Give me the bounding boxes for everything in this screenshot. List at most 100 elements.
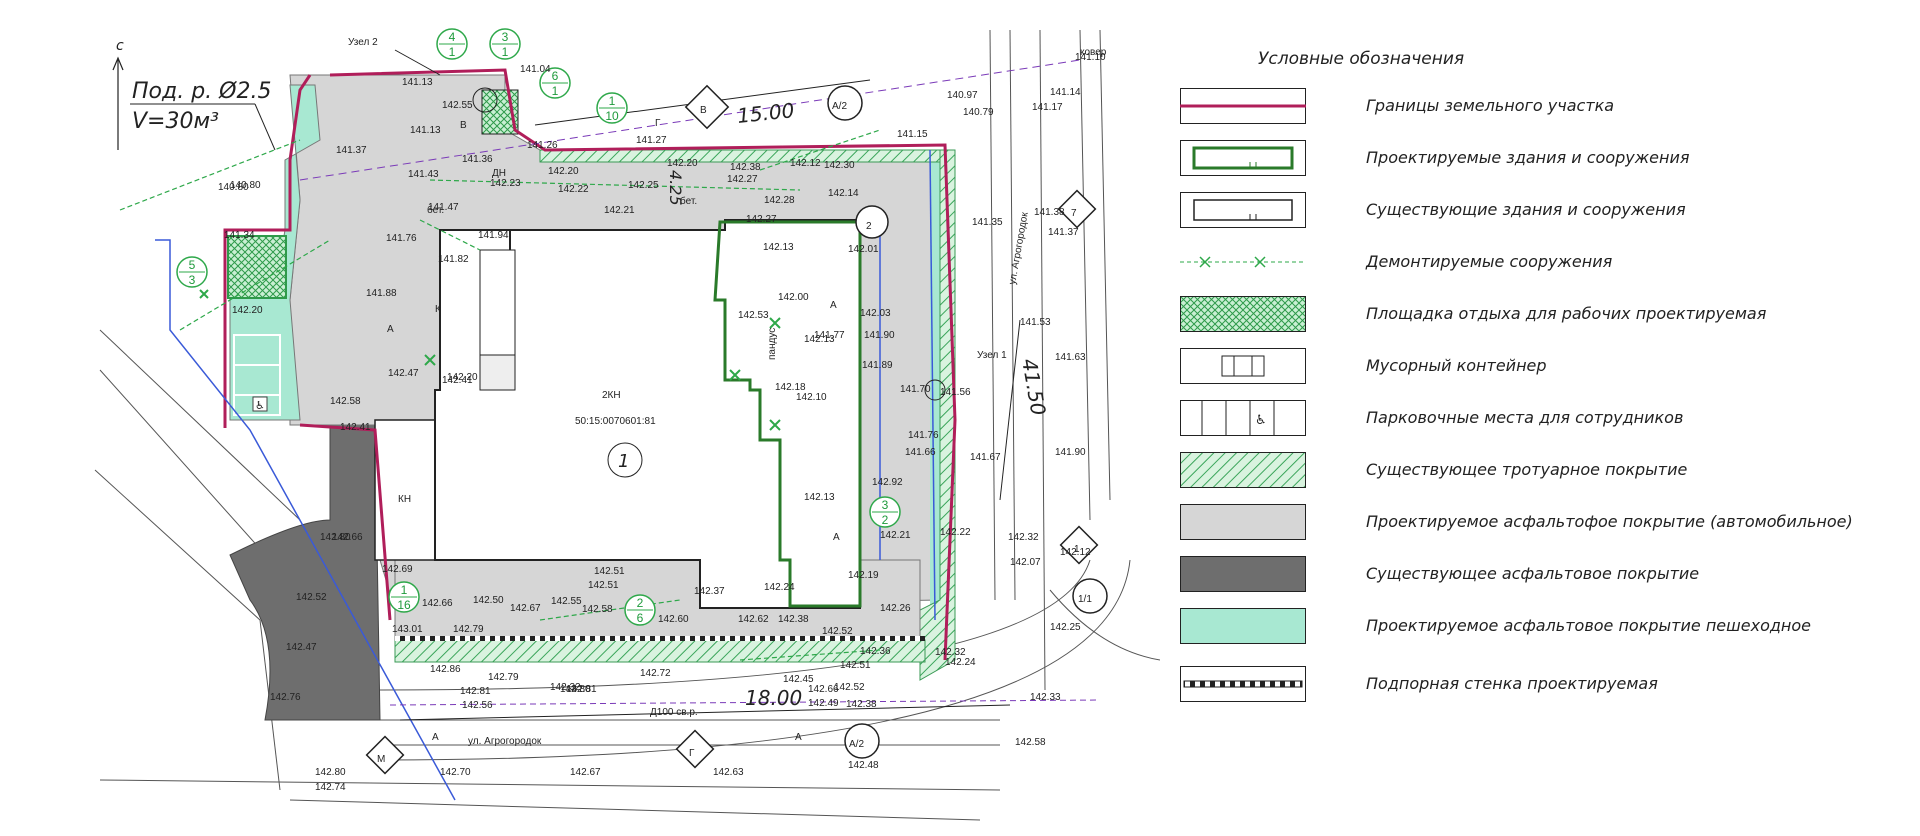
- elevation-label: 142.52: [822, 626, 853, 637]
- elevation-label: 141.10: [1075, 52, 1106, 63]
- elevation-label: 141.04: [520, 64, 551, 75]
- dim-bottom: 18.00: [745, 686, 802, 710]
- elevation-label: 141.47: [428, 202, 459, 213]
- elevation-label: 142.38: [846, 699, 877, 710]
- elevation-label: 142.70: [440, 767, 471, 778]
- legend-item-retaining-wall: Подпорная стенка проектируемая: [1170, 666, 1910, 706]
- dim-left-box: 4.25: [666, 170, 685, 206]
- callout-text: 6: [552, 69, 559, 83]
- elevation-label: 142.26: [880, 603, 911, 614]
- elevation-label: 142.92: [872, 477, 903, 488]
- elevation-label: 142.86: [430, 664, 461, 675]
- svg-text:А/2: А/2: [849, 739, 864, 750]
- svg-text:1/1: 1/1: [1078, 594, 1092, 605]
- elevation-label: 143.01: [392, 624, 423, 635]
- concrete-2: бет.: [680, 195, 697, 207]
- callout-c61: 61: [539, 67, 571, 99]
- callout-text: 2: [882, 513, 889, 527]
- svg-text:7: 7: [1071, 208, 1077, 219]
- elevation-label: 142.79: [453, 624, 484, 635]
- node1-marker: [924, 379, 946, 401]
- legend-symbol-proj-building: [1180, 140, 1306, 176]
- node2-marker: [472, 87, 498, 113]
- legend-symbol-exist-building: [1180, 192, 1306, 228]
- purple-pipe-line: [389, 699, 1101, 706]
- callout-c110: 110: [596, 92, 628, 124]
- rest-area: [227, 235, 287, 299]
- elevation-label: 142.24: [764, 582, 795, 593]
- elevation-label: 142.41: [340, 422, 371, 433]
- callout-text: 1: [552, 84, 559, 98]
- existing-asphalt-area: [229, 424, 381, 721]
- accessible-parking-icon: ♿: [252, 396, 268, 412]
- callout-text: 1: [449, 45, 456, 59]
- elevation-label: 141.67: [970, 452, 1001, 463]
- legend-item-exist-building: Существующие здания и сооружения: [1170, 192, 1910, 232]
- elevation-label: 141.26: [527, 140, 558, 151]
- elevation-label: 141.37: [336, 145, 367, 156]
- elevation-label: 142.67: [570, 767, 601, 778]
- legend-item-parking: ♿Парковочные места для сотрудников: [1170, 400, 1910, 440]
- axis-marker-a2-top: А/2: [827, 85, 863, 121]
- elevation-label: 141.36: [462, 154, 493, 165]
- svg-text:М: М: [377, 754, 385, 765]
- elevation-label: 141.77: [814, 330, 845, 341]
- building-number-circle: [607, 442, 643, 478]
- elevation-label: 142.36: [860, 646, 891, 657]
- callout-c31: 31: [489, 28, 521, 60]
- elevation-label: 142.23: [490, 178, 521, 189]
- callout-text: 1: [401, 583, 408, 597]
- legend-symbol-retaining-wall: [1180, 666, 1306, 702]
- elevation-label: 141.53: [1020, 317, 1051, 328]
- elevation-label: 142.51: [588, 580, 619, 591]
- elevation-label: 142.74: [315, 782, 346, 793]
- north-arrow: с: [112, 38, 124, 150]
- svg-text:1: 1: [1074, 544, 1080, 555]
- legend-item-proj-asphalt-car: Проектируемое асфальтофое покрытие (авто…: [1170, 504, 1910, 544]
- callout-c41: 41: [436, 28, 468, 60]
- elevation-label: 142.32: [550, 682, 581, 693]
- legend-label: Существующее асфальтовое покрытие: [1366, 564, 1700, 583]
- zone-a-4: А: [432, 732, 439, 743]
- elevation-label: 142.41: [442, 375, 473, 386]
- elevation-label: 141.35: [972, 217, 1003, 228]
- legend-item-rest-area: Площадка отдыха для рабочих проектируема…: [1170, 296, 1910, 336]
- legend-label: Существующее тротуарное покрытие: [1366, 460, 1688, 479]
- existing-building-kn: [374, 419, 436, 561]
- callout-text: 1: [609, 94, 616, 108]
- legend-symbol-proj-asphalt-ped: [1180, 608, 1306, 644]
- building-code: 2КН: [602, 390, 621, 401]
- zone-a-1: А: [387, 324, 394, 335]
- elevation-label: 141.13: [410, 125, 441, 136]
- elevation-label: 142.49: [808, 698, 839, 709]
- legend-item-proj-asphalt-ped: Проектируемое асфальтовое покрытие пешех…: [1170, 608, 1910, 648]
- axis-label-g: Г: [655, 118, 661, 129]
- elevation-label: 141.56: [940, 387, 971, 398]
- legend-symbol-parking: ♿: [1180, 400, 1306, 436]
- svg-text:В: В: [700, 105, 707, 116]
- elevation-labels: 141.04141.13142.55141.13141.37141.36140.…: [218, 52, 1106, 793]
- legend-symbol-rest-area: [1180, 296, 1306, 332]
- elevation-label: 142.00: [778, 292, 809, 303]
- legend-symbol-proj-asphalt-car: [1180, 504, 1306, 540]
- node1-label: Узел 1: [977, 350, 1007, 361]
- purple-dashed-line: [299, 59, 1081, 181]
- legend-item-proj-building: Проектируемые здания и сооружения: [1170, 140, 1910, 180]
- elevation-label: 142.72: [640, 668, 671, 679]
- carpet-label: ковер: [1080, 47, 1107, 58]
- land-boundary: [223, 68, 957, 661]
- callout-c32: 32: [869, 496, 901, 528]
- elevation-label: 142.13: [804, 492, 835, 503]
- callout-text: 3: [189, 273, 196, 287]
- axis-marker-g: Г: [675, 729, 715, 769]
- projected-building-outline: [713, 220, 862, 608]
- node2-label: Узел 2: [348, 37, 378, 48]
- axis-marker-m: М: [365, 735, 405, 775]
- zone-k: К: [435, 304, 441, 315]
- elevation-label: 142.25: [628, 180, 659, 191]
- legend-label: Границы земельного участка: [1366, 96, 1615, 115]
- elevation-label: 142.52: [296, 592, 327, 603]
- elevation-label: 142.12: [1060, 547, 1091, 558]
- elevation-label: 142.56: [462, 700, 493, 711]
